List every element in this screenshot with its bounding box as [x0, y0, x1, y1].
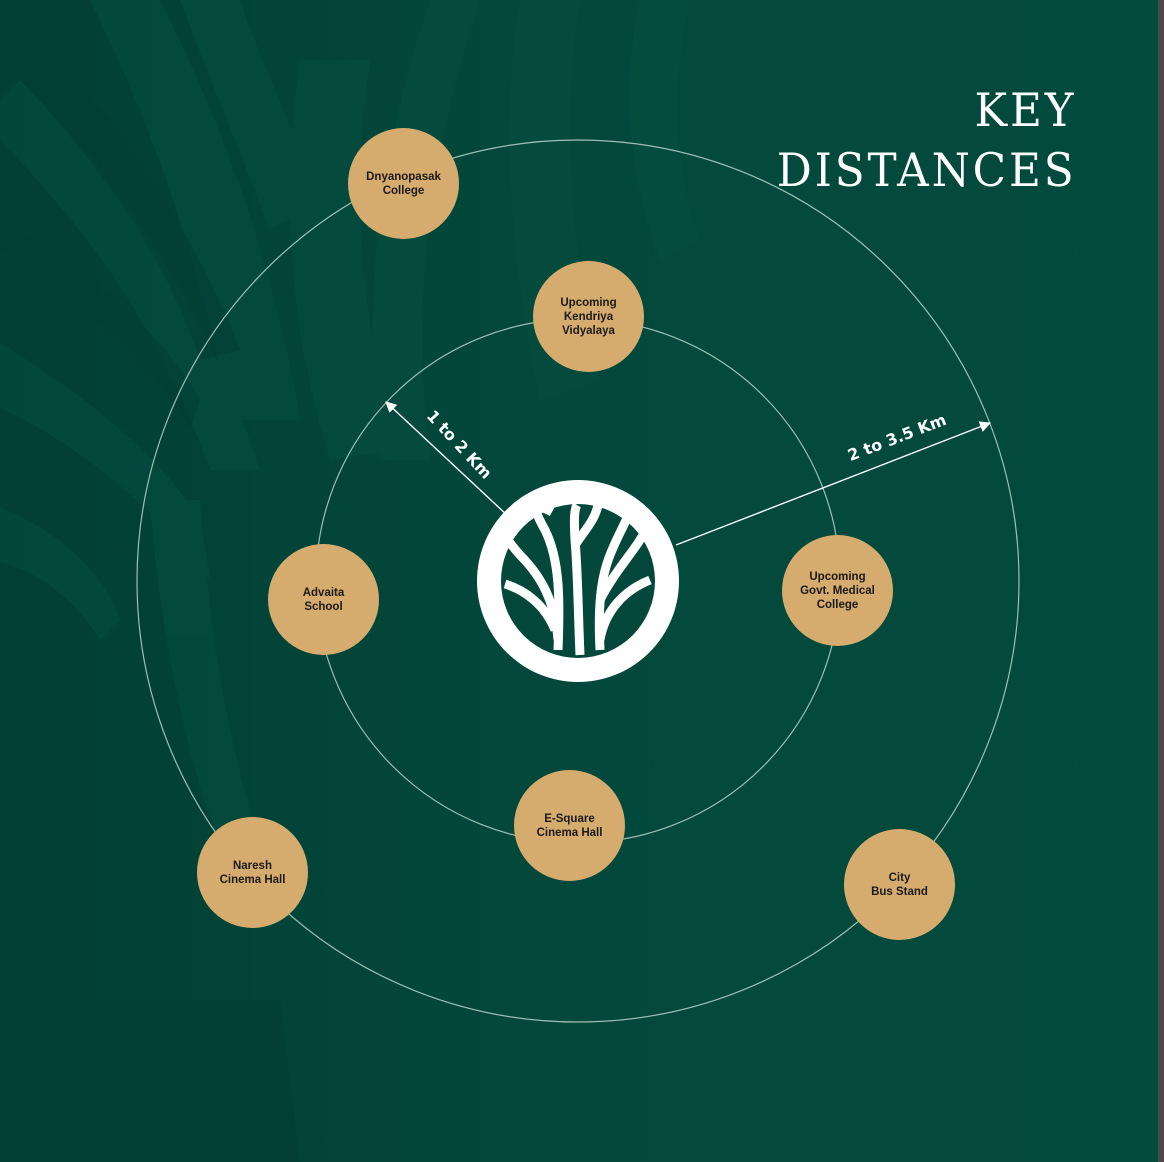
- location-kendriya-vidyalaya: Upcoming Kendriya Vidyalaya: [533, 261, 644, 372]
- tree-logo-icon: [477, 480, 679, 682]
- inner-radius-arrow: [385, 401, 509, 517]
- page-title: KEY DISTANCES: [776, 80, 1076, 200]
- outer-ring: [136, 139, 1020, 1023]
- location-advaita-school: Advaita School: [268, 544, 379, 655]
- right-edge-strip: [1158, 0, 1164, 1162]
- location-dnyanopasak-college: Dnyanopasak College: [348, 128, 459, 239]
- title-line-2: DISTANCES: [776, 143, 1076, 197]
- location-govt-medical-college: Upcoming Govt. Medical College: [782, 535, 893, 646]
- title-line-1: KEY: [974, 83, 1076, 137]
- outer-radius-arrow: [675, 421, 992, 546]
- location-naresh-cinema-hall: Naresh Cinema Hall: [197, 817, 308, 928]
- location-city-bus-stand: City Bus Stand: [844, 829, 955, 940]
- location-e-square-cinema-hall: E-Square Cinema Hall: [514, 770, 625, 881]
